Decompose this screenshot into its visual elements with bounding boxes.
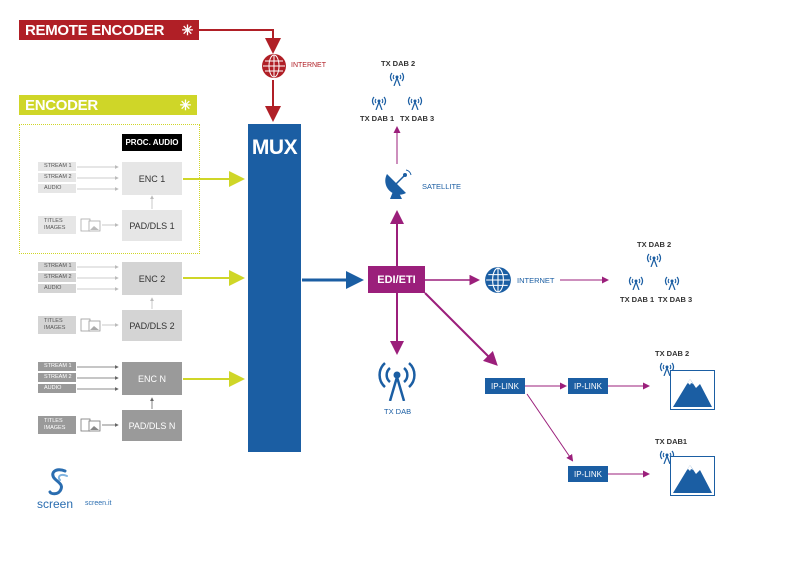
net-tx-dab1-label: TX DAB 1 [620,295,655,304]
remote-encoder-header: REMOTE ENCODER ✳ [19,20,199,40]
titles-images-source: TITLES IMAGES [38,216,76,234]
antenna-icon [664,276,680,290]
mux-block: MUX [248,124,301,452]
audio-source: AUDIO [38,284,76,293]
remote-to-internet-line [199,29,281,54]
sparkle-icon: ✳ [181,22,194,38]
globe-icon-internet-right [485,267,511,293]
document-image-icon [80,418,101,432]
transmitter-tower-icon [378,362,416,401]
satellite-dish-icon [385,169,412,199]
encn-box: ENC N [122,362,182,395]
mountain-icon [670,456,715,496]
antenna-icon [646,253,662,267]
antenna-icon [407,96,423,110]
satellite-label: SATELLITE [422,182,462,191]
globe-icon-internet-top [262,54,286,78]
encoder-label: ENCODER [25,96,98,114]
enc1-box: ENC 1 [122,162,182,195]
sat-tx-dab1-label: TX DAB 1 [360,114,395,123]
pad-dls-2-box: PAD/DLS 2 [122,310,182,341]
sparkle-icon: ✳ [179,97,192,113]
encoder-header: ENCODER ✳ [19,95,197,115]
sat-tx-dab3-label: TX DAB 3 [400,114,435,123]
encoder-group-border [19,124,200,254]
document-image-icon [80,218,101,232]
stream1-source: STREAM 1 [38,262,76,271]
internet-right-label: INTERNET [517,276,555,285]
iplink-box-c: IP-LINK [568,466,608,482]
mountain-top-label: TX DAB 2 [655,349,690,358]
net-tx-dab3-label: TX DAB 3 [658,295,693,304]
enc2-box: ENC 2 [122,262,182,295]
edi-to-iplink-line [424,292,498,366]
internet-top-label: INTERNET [291,62,326,69]
mux-label: MUX [251,136,298,159]
proc-audio-box: PROC. AUDIO [122,134,182,151]
stream2-source: STREAM 2 [38,373,76,382]
antenna-icon [628,276,644,290]
titles-images-source: TITLES IMAGES [38,316,76,334]
stream1-source: STREAM 1 [38,362,76,371]
screen-logo-icon [48,468,68,496]
iplink-box-a: IP-LINK [485,378,525,394]
document-image-icon [80,318,101,332]
iplink-a-to-c-line [526,393,574,462]
remote-encoder-label: REMOTE ENCODER [25,21,165,39]
iplink-box-b: IP-LINK [568,378,608,394]
antenna-icon [389,72,405,86]
sat-tx-dab2-label: TX DAB 2 [381,59,416,68]
logo-name: screen [37,497,74,511]
audio-source: AUDIO [38,184,76,193]
stream1-source: STREAM 1 [38,162,76,171]
pad-dls-n-box: PAD/DLS N [122,410,182,441]
tx-dab-label: TX DAB [384,407,412,416]
mountain-icon [670,370,715,410]
logo-url[interactable]: screen.it [85,500,112,507]
edi-eti-box: EDI/ETI [368,266,425,293]
titles-images-source: TITLES IMAGES [38,416,76,434]
stream2-source: STREAM 2 [38,273,76,282]
pad-dls-1-box: PAD/DLS 1 [122,210,182,241]
mountain-bottom-label: TX DAB1 [655,437,688,446]
stream2-source: STREAM 2 [38,173,76,182]
antenna-icon [371,96,387,110]
audio-source: AUDIO [38,384,76,393]
net-tx-dab2-label: TX DAB 2 [637,240,672,249]
